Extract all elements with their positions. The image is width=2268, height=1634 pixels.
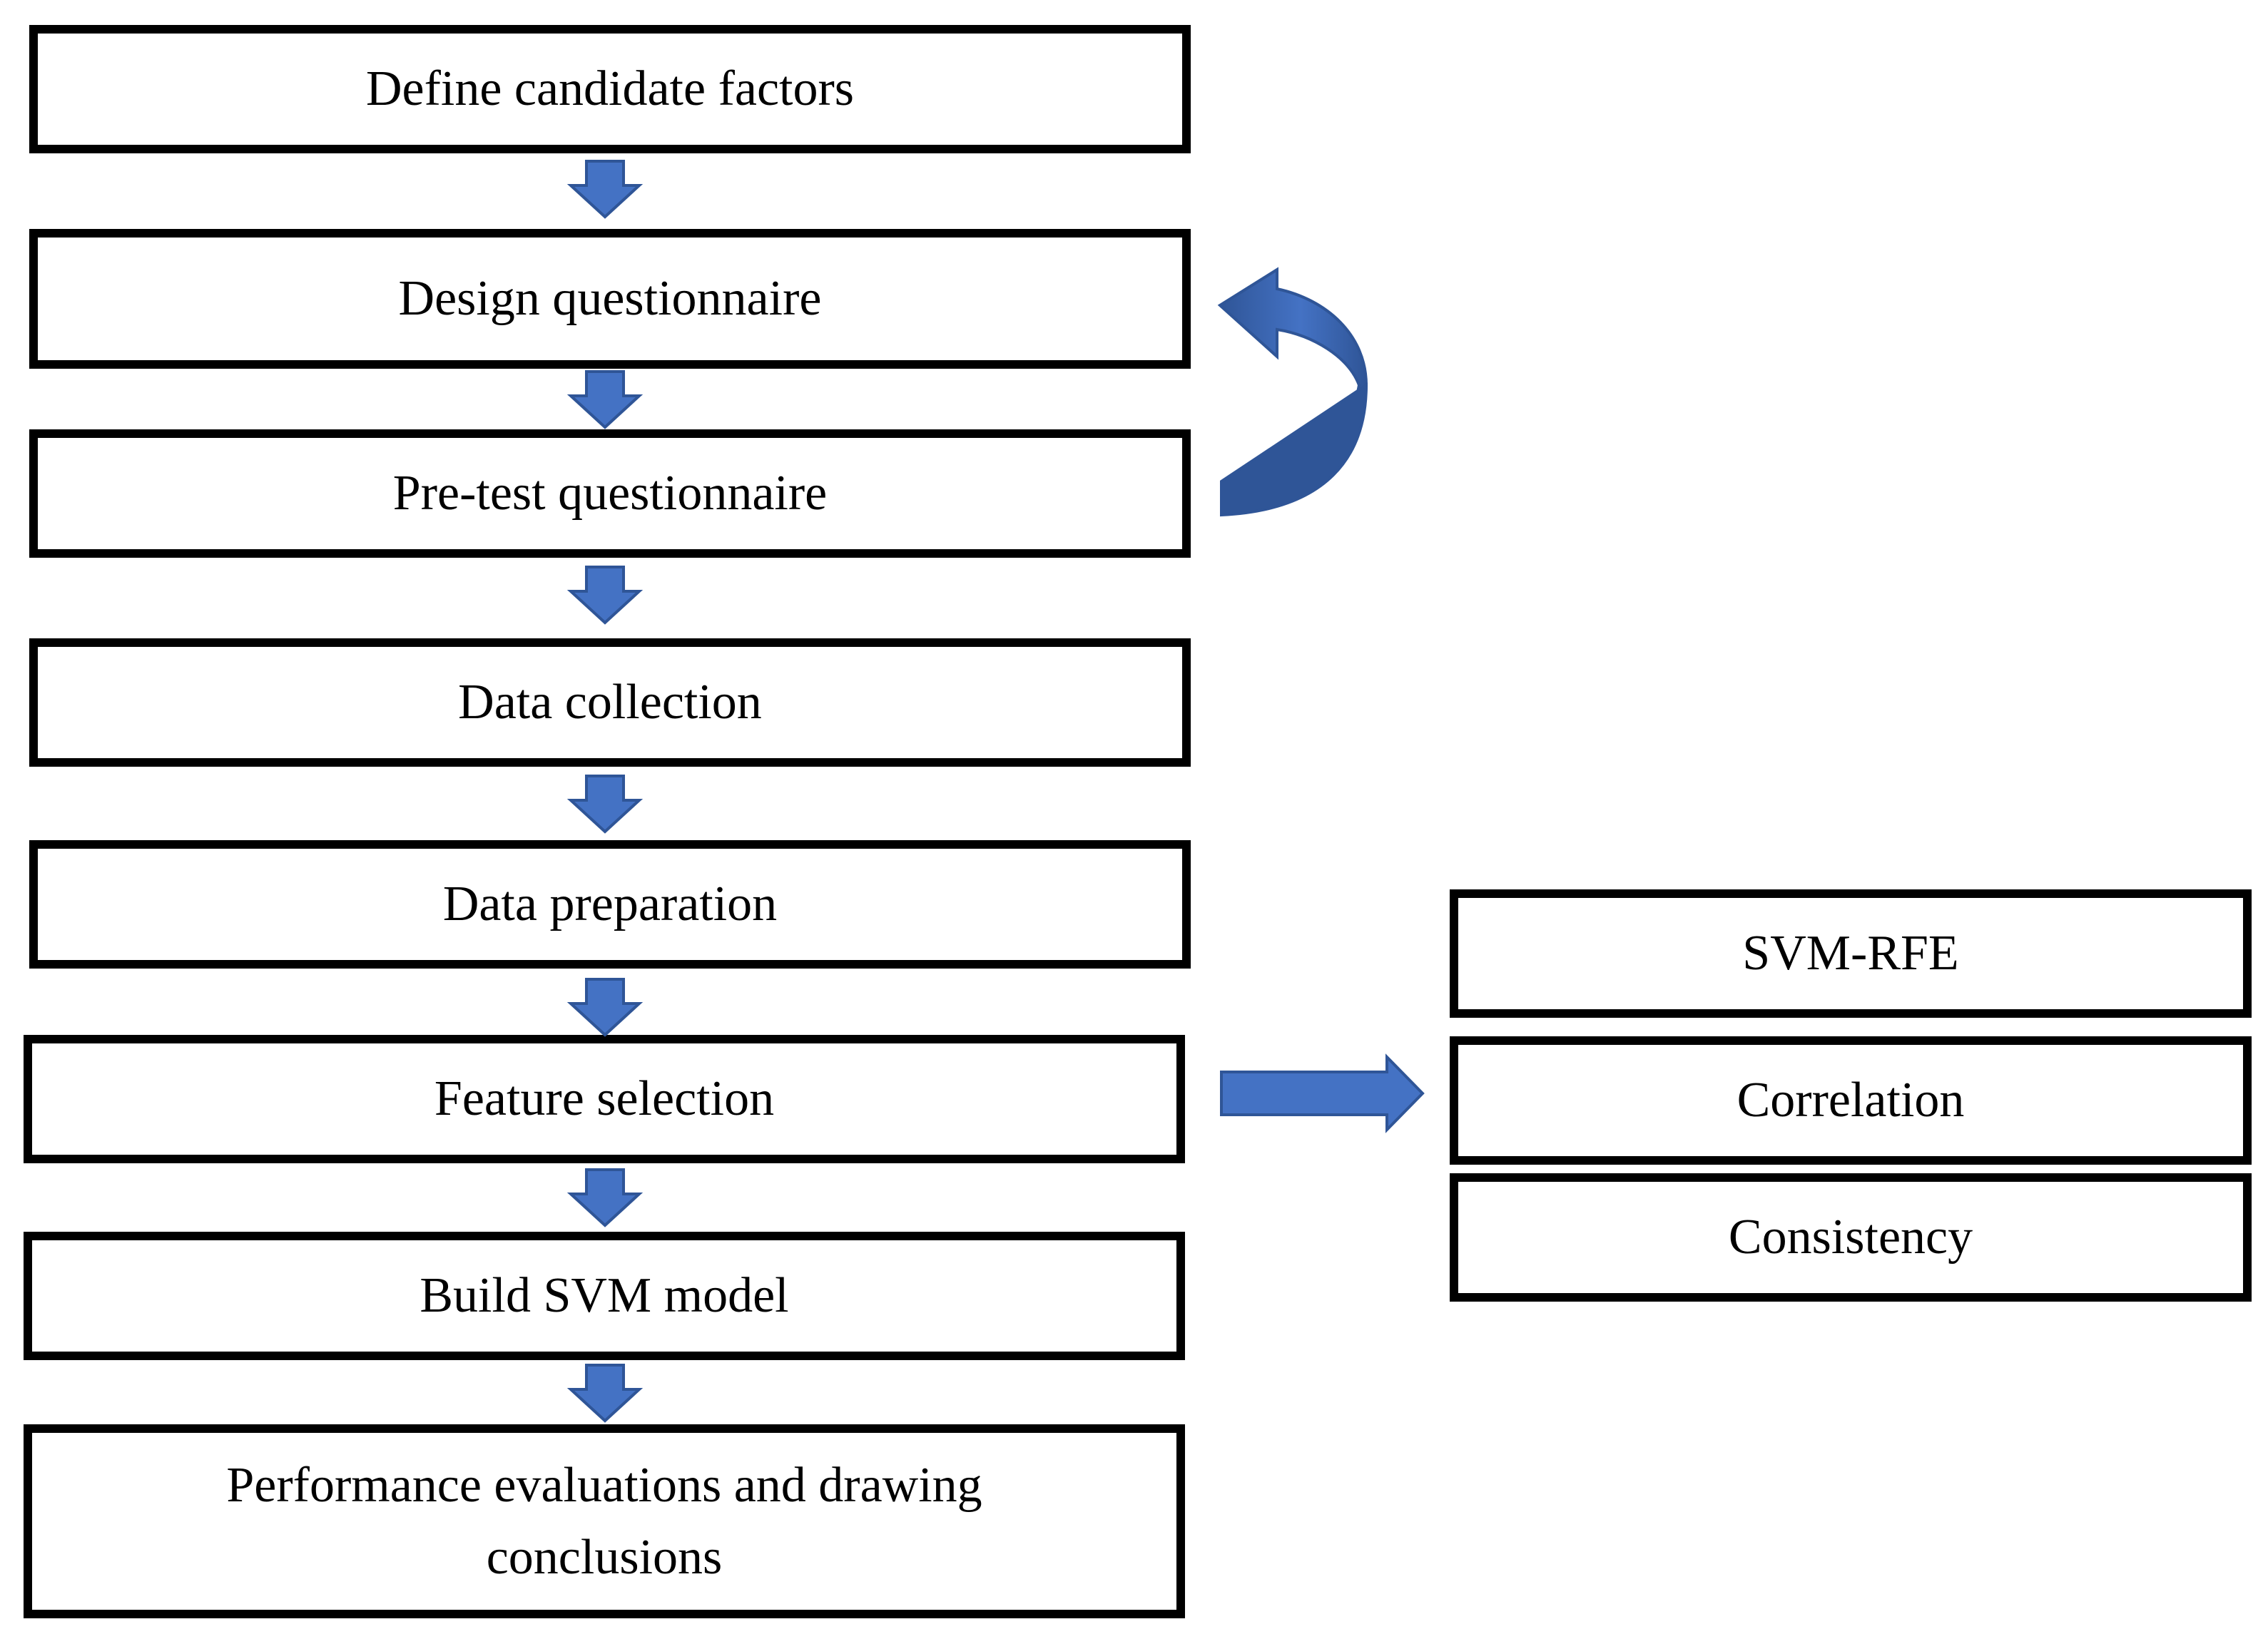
step-pre-test-questionnaire: Pre-test questionnaire <box>29 429 1191 558</box>
step-performance-evaluations: Performance evaluations and drawing conc… <box>24 1424 1185 1618</box>
step-data-collection: Data collection <box>29 638 1191 767</box>
step-label: Data preparation <box>442 877 778 932</box>
method-label: SVM-RFE <box>1742 926 1959 981</box>
down-arrow-icon <box>566 566 644 625</box>
step-label: Data collection <box>458 675 762 730</box>
step-define-candidate-factors: Define candidate factors <box>29 25 1191 153</box>
step-label: Feature selection <box>434 1071 775 1127</box>
step-label: Pre-test questionnaire <box>392 466 828 521</box>
down-arrow-icon <box>566 775 644 834</box>
step-label: Define candidate factors <box>365 61 855 117</box>
step-design-questionnaire: Design questionnaire <box>29 229 1191 369</box>
step-label: Build SVM model <box>419 1268 789 1324</box>
down-arrow-icon <box>566 160 644 219</box>
right-arrow-icon <box>1220 1053 1425 1133</box>
feedback-curved-arrow-icon <box>1217 267 1368 517</box>
step-label: Performance evaluations and drawing conc… <box>226 1457 982 1586</box>
step-feature-selection: Feature selection <box>24 1035 1185 1163</box>
down-arrow-icon <box>566 1364 644 1423</box>
down-arrow-icon <box>566 1168 644 1227</box>
method-correlation: Correlation <box>1450 1036 2252 1165</box>
method-consistency: Consistency <box>1450 1173 2252 1302</box>
method-svm-rfe: SVM-RFE <box>1450 889 2252 1018</box>
step-label: Design questionnaire <box>398 271 822 327</box>
step-build-svm-model: Build SVM model <box>24 1232 1185 1360</box>
method-label: Correlation <box>1736 1073 1965 1128</box>
down-arrow-icon <box>566 978 644 1037</box>
down-arrow-icon <box>566 370 644 429</box>
step-data-preparation: Data preparation <box>29 840 1191 969</box>
method-label: Consistency <box>1728 1210 1973 1265</box>
